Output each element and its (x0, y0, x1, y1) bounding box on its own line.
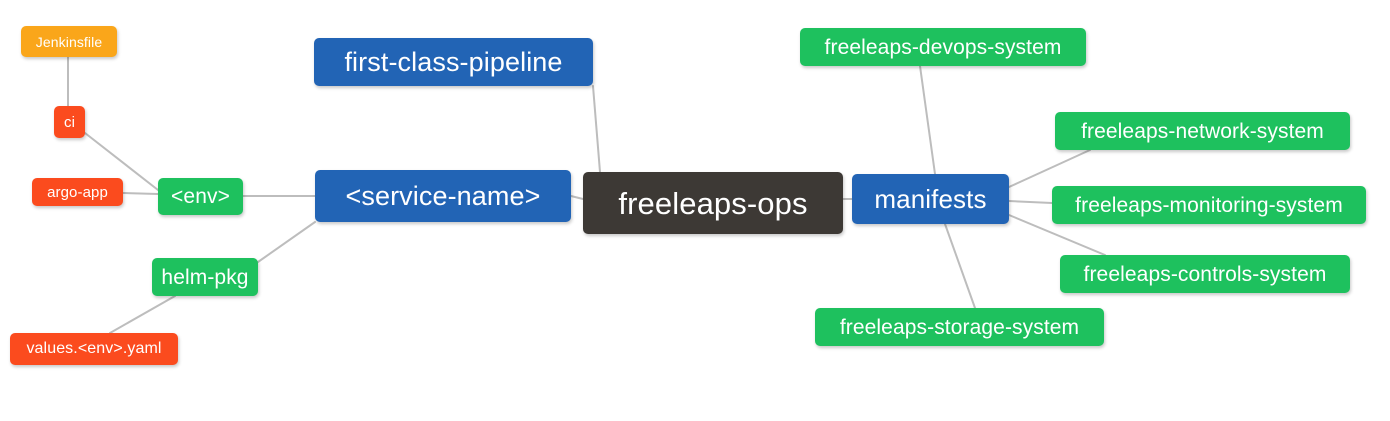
mindmap-node-helm-pkg[interactable]: helm-pkg (152, 258, 258, 296)
mindmap-node-label: manifests (874, 184, 987, 214)
mindmap-node-label: values.<env>.yaml (26, 340, 162, 357)
mindmap-node-label: helm-pkg (161, 265, 249, 289)
edge-manifests-to-freeleaps-devops-system (919, 65, 936, 175)
mindmap-node-freeleaps-monitoring-system[interactable]: freeleaps-monitoring-system (1052, 186, 1366, 224)
mindmap-node-freeleaps-ops[interactable]: freeleaps-ops (583, 172, 843, 234)
edge-manifests-to-freeleaps-network-system (1008, 149, 1091, 188)
mindmap-node-freeleaps-storage-system[interactable]: freeleaps-storage-system (815, 308, 1104, 346)
mindmap-node-env[interactable]: <env> (158, 178, 243, 215)
mindmap-node-label: Jenkinsfile (35, 33, 103, 50)
edge-manifests-to-freeleaps-monitoring-system (1008, 200, 1053, 204)
edge-helm-pkg-to-values-env-yaml (109, 295, 176, 334)
mindmap-node-label: freeleaps-network-system (1081, 119, 1324, 143)
edge-manifests-to-freeleaps-storage-system (944, 223, 976, 309)
mindmap-node-argo-app[interactable]: argo-app (32, 178, 123, 206)
edge-env-to-argo-app (122, 192, 159, 195)
mindmap-node-freeleaps-network-system[interactable]: freeleaps-network-system (1055, 112, 1350, 150)
mindmap-node-jenkinsfile[interactable]: Jenkinsfile (21, 26, 117, 57)
edge-service-name-to-helm-pkg (257, 221, 316, 263)
mindmap-node-label: freeleaps-ops (618, 185, 808, 221)
mindmap-node-label: first-class-pipeline (344, 46, 563, 77)
mindmap-node-first-class-pipeline[interactable]: first-class-pipeline (314, 38, 593, 86)
mindmap-node-service-name[interactable]: <service-name> (315, 170, 571, 222)
mindmap-node-label: freeleaps-devops-system (824, 35, 1062, 59)
mindmap-node-freeleaps-devops-system[interactable]: freeleaps-devops-system (800, 28, 1086, 66)
mindmap-node-manifests[interactable]: manifests (852, 174, 1009, 224)
edge-freeleaps-ops-to-first-class-pipeline (592, 85, 601, 173)
mindmap-node-ci[interactable]: ci (54, 106, 85, 138)
mindmap-node-label: argo-app (47, 183, 108, 201)
mindmap-node-label: <service-name> (345, 180, 541, 211)
mindmap-node-label: freeleaps-controls-system (1083, 262, 1327, 286)
mindmap-node-label: ci (63, 113, 76, 131)
edge-freeleaps-ops-to-service-name (570, 195, 584, 200)
mindmap-node-label: freeleaps-monitoring-system (1075, 193, 1343, 217)
mindmap-node-label: freeleaps-storage-system (839, 315, 1080, 339)
mindmap-node-values-env-yaml[interactable]: values.<env>.yaml (10, 333, 178, 365)
mindmap-node-label: <env> (171, 185, 230, 208)
mindmap-node-freeleaps-controls-system[interactable]: freeleaps-controls-system (1060, 255, 1350, 293)
